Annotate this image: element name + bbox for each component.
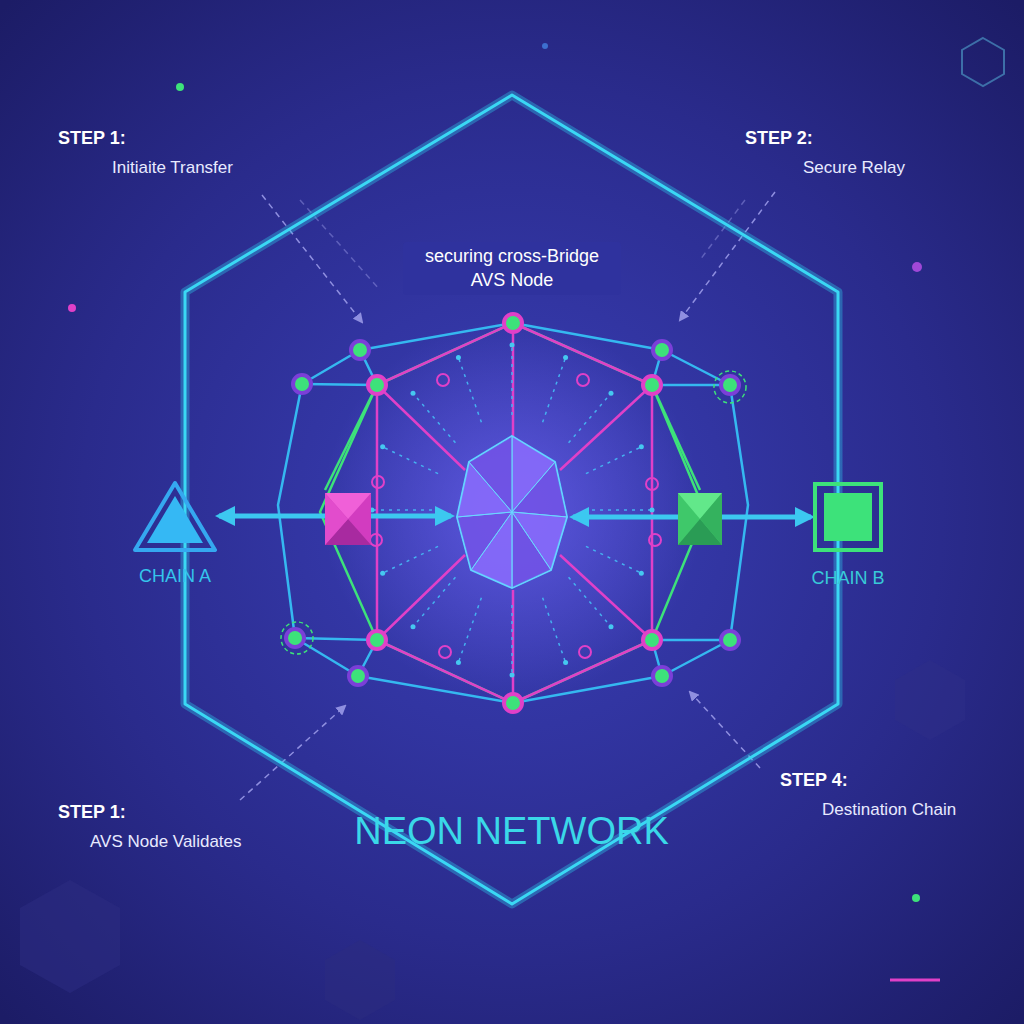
step-heading: STEP 1: [58,128,126,149]
square [813,482,883,552]
network-hexagon: securing cross-Bridge AVS NodeNEON NETWO… [183,92,840,907]
step-heading: STEP 1: [58,802,126,823]
step-description: Secure Relay [803,158,905,178]
chain-label: CHAIN A [139,564,211,588]
crystal [455,432,569,590]
chain-label: CHAIN B [812,566,885,590]
step-description: Destination Chain [822,800,956,820]
node-heading: securing cross-Bridge AVS Node [403,242,621,295]
chain-square: CHAIN B [813,482,883,552]
network-title: NEON NETWORK [354,806,669,857]
step-heading: STEP 4: [780,770,848,791]
avs-crystal: securing cross-Bridge AVS Node [455,432,569,590]
step-description: Initiaite Transfer [112,158,233,178]
pink-cube [325,493,371,545]
triangle [133,480,217,552]
step-description: AVS Node Validates [90,832,242,852]
green-cube [678,493,722,545]
chain-triangle: CHAIN A [133,480,217,552]
step-heading: STEP 2: [745,128,813,149]
